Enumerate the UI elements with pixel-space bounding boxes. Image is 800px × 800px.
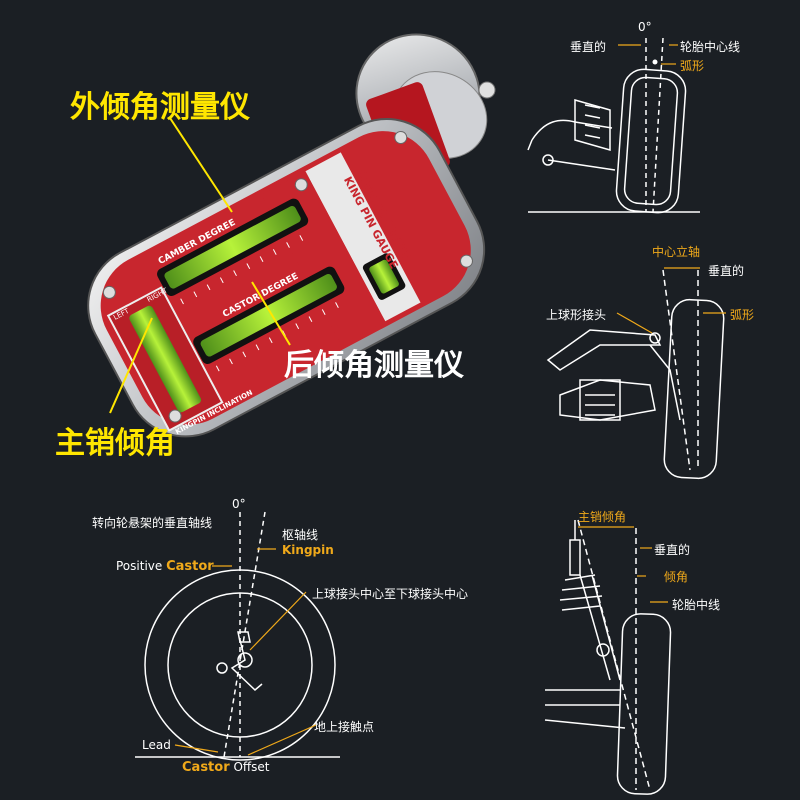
castor-zero-deg: 0° bbox=[232, 497, 246, 511]
gauge-body: CAMBER CASTER KING PIN GAUGE CAMBER DEGR… bbox=[87, 118, 486, 438]
castor-positive-castor: Castor bbox=[166, 559, 214, 574]
camber-meter-callout: 外倾角测量仪 bbox=[70, 90, 250, 125]
castor-pivot-axis-label: 枢轴线 bbox=[282, 528, 319, 542]
leader-lines bbox=[109, 117, 291, 414]
inclination-kingpin-tilt-label: 主销倾角 bbox=[578, 510, 627, 524]
camber-arc-label: 弧形 bbox=[680, 59, 705, 73]
castor-kingpin-label: Kingpin bbox=[282, 543, 334, 557]
castor-offset-group: Castor Offset bbox=[182, 760, 270, 775]
castor-diagram bbox=[135, 511, 340, 761]
inclination-diagram bbox=[544, 519, 672, 795]
camber-tire-center-label: 轮胎中心线 bbox=[680, 40, 741, 54]
castor-contact-label: 地上接触点 bbox=[314, 720, 375, 734]
castor-positive-text: Positive bbox=[116, 559, 163, 573]
camber-diagram bbox=[527, 37, 700, 214]
kingpin-vertical-label: 垂直的 bbox=[708, 264, 745, 278]
kingpin-center-axis-label: 中心立轴 bbox=[652, 245, 701, 259]
castor-steering-axis-label: 转向轮悬架的垂直轴线 bbox=[92, 516, 213, 530]
castor-positive-group: Positive Castor bbox=[116, 559, 214, 574]
inclination-tilt-label: 倾角 bbox=[664, 570, 689, 584]
camber-vertical-label: 垂直的 bbox=[570, 40, 607, 54]
castor-ball-center-label: 上球接头中心至下球接头中心 bbox=[312, 587, 469, 601]
kingpin-arc-label: 弧形 bbox=[730, 308, 755, 322]
inclination-vertical-label: 垂直的 bbox=[654, 543, 691, 557]
kingpin-angle-callout: 主销倾角 bbox=[55, 426, 175, 461]
inclination-tire-center-label: 轮胎中线 bbox=[672, 598, 721, 612]
castor-offset-text: Offset bbox=[233, 760, 270, 774]
kingpin-upper-ball-label: 上球形接头 bbox=[546, 308, 607, 322]
camber-zero-deg: 0° bbox=[638, 20, 652, 34]
castor-offset-castor: Castor bbox=[182, 760, 230, 775]
castor-meter-callout: 后倾角测量仪 bbox=[284, 348, 464, 383]
kingpin-diagram bbox=[546, 269, 725, 480]
castor-lead-label: Lead bbox=[142, 738, 171, 752]
